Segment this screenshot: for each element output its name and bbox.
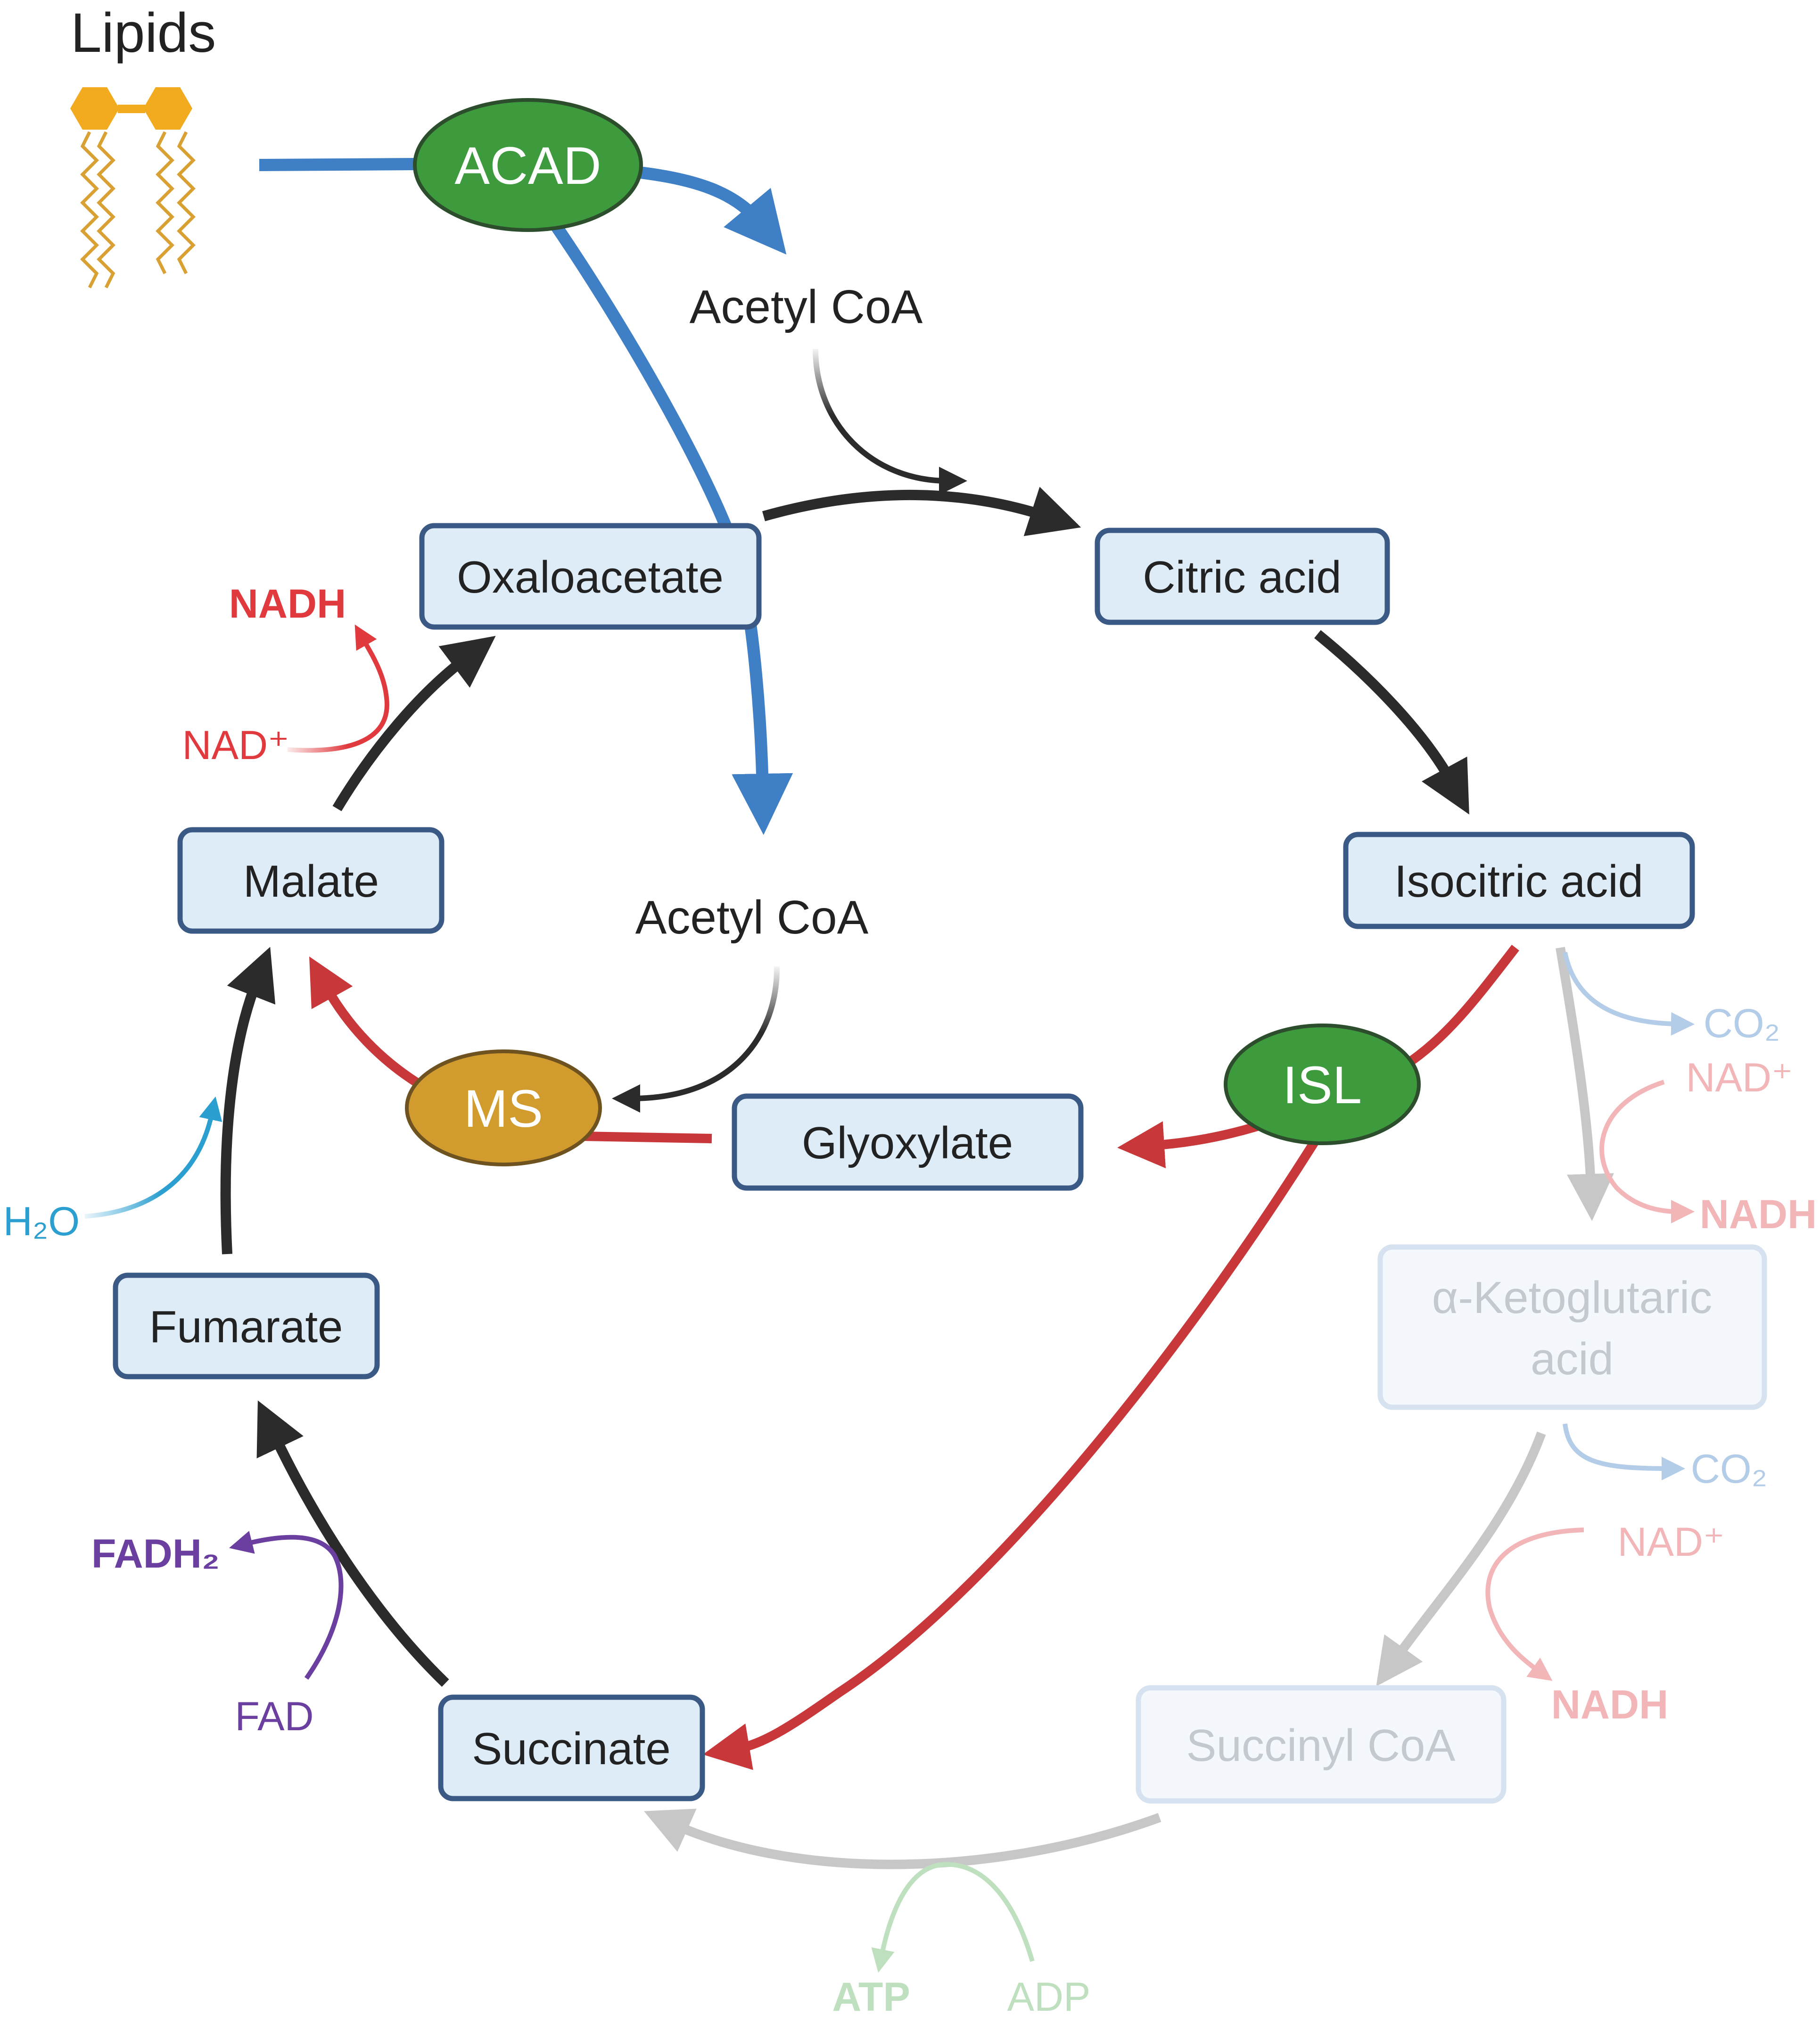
- node-fumarate-label: Fumarate: [149, 1302, 343, 1352]
- fad-to-fadh2-arrow: [229, 1531, 344, 1680]
- node-glyoxylate-label: Glyoxylate: [802, 1118, 1013, 1168]
- isocitric-to-isl-line: [1402, 944, 1519, 1070]
- lipid-icon: [70, 87, 196, 289]
- nadh-malate-label: NADH: [229, 581, 346, 627]
- succinyl-coa-to-succinate-arrow: [644, 1808, 1161, 1869]
- ketoglutaric-nad-nadh-arrow: [1485, 1528, 1584, 1681]
- node-isocitric-acid: Isocitric acid: [1343, 832, 1695, 929]
- node-citric-acid: Citric acid: [1095, 528, 1390, 625]
- enzyme-ms-label: MS: [464, 1079, 543, 1138]
- ms-to-malate-arrow: [309, 956, 422, 1089]
- node-alpha-ketoglutaric-line2: acid: [1531, 1334, 1614, 1384]
- enzyme-isl-label: ISL: [1283, 1056, 1362, 1115]
- node-alpha-ketoglutaric-acid: α-Ketoglutaric acid: [1377, 1244, 1767, 1410]
- glyoxylate-shunt-arrows: [309, 944, 1519, 1770]
- isocitric-to-ketoglutaric-arrow: [1556, 947, 1614, 1221]
- acetyl-coa-mid-label: Acetyl CoA: [635, 891, 869, 944]
- isl-to-succinate-arrow: [702, 1138, 1319, 1770]
- co2-ketoglutaric-label: CO₂: [1691, 1446, 1767, 1492]
- node-oxaloacetate-label: Oxaloacetate: [457, 552, 724, 603]
- acetyl-coa-to-ms-arrow: [612, 966, 780, 1113]
- glyoxylate-to-ms-line: [582, 1131, 712, 1143]
- acad-to-acetyl-coa-arrow: [635, 166, 787, 255]
- isocitric-nad-nadh-arrow: [1599, 1080, 1695, 1223]
- isocitric-co2-arrow: [1563, 952, 1695, 1036]
- water-arrow: [84, 1096, 222, 1219]
- acetyl-coa-top-label: Acetyl CoA: [690, 281, 923, 333]
- succinate-to-fumarate-arrow: [256, 1400, 449, 1687]
- nadh-ketoglutaric-label: NADH: [1551, 1682, 1668, 1727]
- fumarate-to-malate-arrow: [220, 947, 276, 1255]
- node-succinate-label: Succinate: [472, 1724, 671, 1774]
- lipids-to-acad-line: [259, 158, 415, 171]
- node-malate-label: Malate: [243, 856, 379, 907]
- enzyme-acad-label: ACAD: [454, 136, 601, 195]
- isl-to-glyoxylate-arrow: [1117, 1120, 1265, 1169]
- node-malate: Malate: [177, 827, 445, 934]
- node-succinyl-coa: Succinyl CoA: [1136, 1685, 1507, 1804]
- node-oxaloacetate: Oxaloacetate: [419, 523, 762, 630]
- node-fumarate: Fumarate: [113, 1272, 380, 1379]
- adp-label: ADP: [1007, 1974, 1091, 2020]
- cycle-arrows: [220, 348, 1469, 1687]
- nad-malate-label: NAD⁺: [182, 723, 289, 768]
- malate-to-oxaloacetate-arrow: [332, 636, 496, 811]
- diagram-title: Lipids: [71, 2, 216, 64]
- nad-to-nadh-malate-arrow: [287, 624, 389, 753]
- lipid-pathway: [259, 158, 793, 835]
- h2o-label: H₂O: [3, 1199, 80, 1244]
- node-succinyl-coa-label: Succinyl CoA: [1186, 1720, 1456, 1771]
- fad-label: FAD: [235, 1694, 313, 1739]
- enzyme-isl: ISL: [1224, 1024, 1421, 1145]
- ketoglutaric-co2-arrow: [1563, 1423, 1685, 1480]
- citric-to-isocitric-arrow: [1314, 630, 1469, 815]
- adp-to-atp-arrow: [871, 1862, 1035, 1973]
- oxaloacetate-to-citric-acid-arrow: [762, 487, 1081, 537]
- node-isocitric-acid-label: Isocitric acid: [1394, 856, 1643, 907]
- atp-label: ATP: [832, 1974, 910, 2020]
- co2-isocitric-label: CO₂: [1704, 1001, 1780, 1046]
- nad-ketoglutaric-label: NAD⁺: [1618, 1519, 1725, 1565]
- ketoglutaric-to-succinyl-coa-arrow: [1376, 1431, 1546, 1686]
- node-glyoxylate: Glyoxylate: [732, 1093, 1084, 1191]
- enzyme-ms: MS: [405, 1049, 602, 1166]
- enzyme-acad: ACAD: [413, 98, 643, 232]
- nad-isocitric-label: NAD⁺: [1686, 1055, 1793, 1100]
- fadh2-label: FADH₂: [91, 1531, 220, 1577]
- node-citric-acid-label: Citric acid: [1143, 552, 1341, 603]
- node-succinate: Succinate: [438, 1694, 705, 1801]
- nadh-isocitric-label: NADH: [1700, 1192, 1817, 1237]
- faded-tca-arrows: [644, 947, 1614, 1869]
- node-alpha-ketoglutaric-line1: α-Ketoglutaric: [1432, 1272, 1712, 1323]
- cofactor-arrows: [84, 624, 1695, 1973]
- acetyl-coa-input-arrow: [813, 348, 967, 495]
